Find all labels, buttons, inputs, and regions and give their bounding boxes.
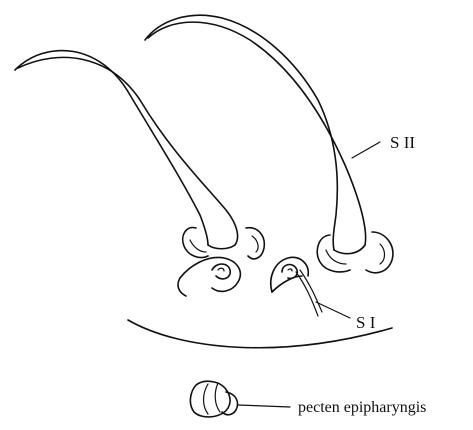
labral-margin-arc — [128, 320, 392, 348]
small-seta-left — [178, 257, 240, 296]
left-seta-socket — [183, 227, 265, 258]
label-s-i: S I — [356, 313, 376, 332]
small-seta-right — [271, 257, 322, 316]
pecten-epipharyngis — [190, 381, 237, 417]
label-s-ii: S II — [390, 133, 415, 152]
leader-line-pecten — [238, 405, 290, 407]
label-pecten-epipharyngis: pecten epipharyngis — [298, 399, 426, 416]
leader-line-s-ii — [352, 142, 380, 158]
right-large-seta — [145, 15, 366, 253]
left-large-seta — [15, 51, 238, 249]
